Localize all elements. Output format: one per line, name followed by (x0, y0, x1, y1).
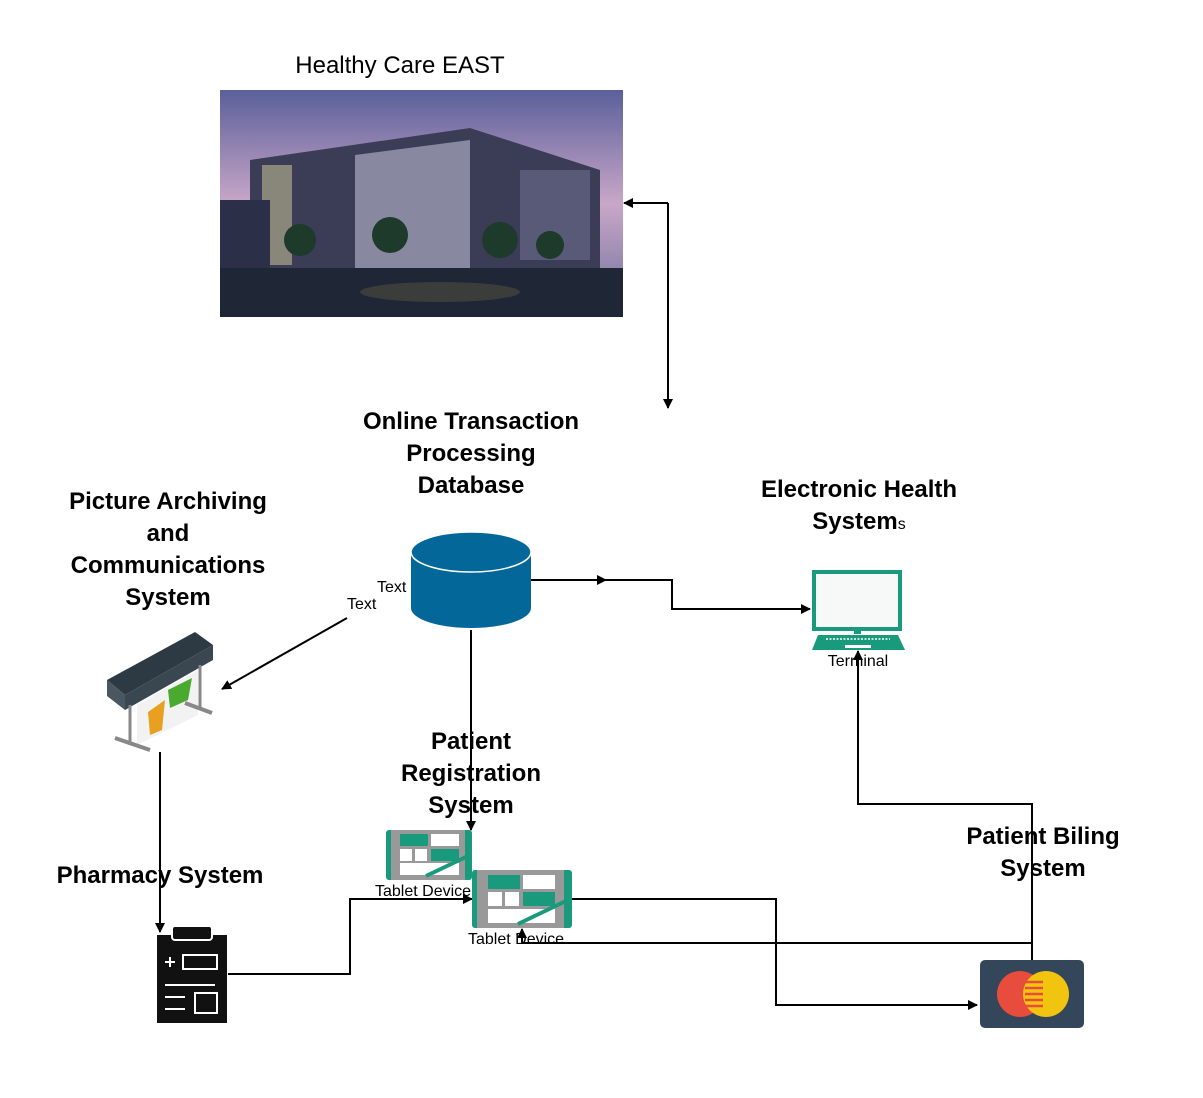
terminal-label: Terminal (827, 653, 889, 670)
edge-label: Text (377, 579, 407, 596)
database-icon (410, 531, 532, 628)
ehs-label: Electronic Health Systems (720, 474, 998, 541)
ehs-label-suffix: s (897, 516, 906, 533)
credit-card-icon (980, 960, 1084, 1028)
tablet-icon (386, 830, 472, 880)
plotter-icon (107, 632, 213, 752)
edge-label: Text (347, 596, 377, 613)
hospital-building-photo (220, 90, 623, 317)
pharmacy-label: Pharmacy System (56, 862, 264, 889)
billing-label: Patient Biling System (966, 823, 1120, 882)
oltp-database-label: Online Transaction Processing Database (362, 408, 580, 499)
terminal-icon (812, 570, 905, 650)
tablet-label: Tablet Device (468, 931, 565, 948)
diagram-title: Healthy Care EAST (295, 52, 505, 79)
clipboard-icon (157, 925, 227, 1023)
ehs-label-main: Electronic Health System (760, 476, 958, 535)
registration-label: Patient Registration System (400, 728, 541, 819)
tablet-icon (472, 870, 572, 928)
tablet-label: Tablet Device (375, 883, 472, 900)
pacs-label: Picture Archiving and Communications Sys… (69, 488, 267, 611)
